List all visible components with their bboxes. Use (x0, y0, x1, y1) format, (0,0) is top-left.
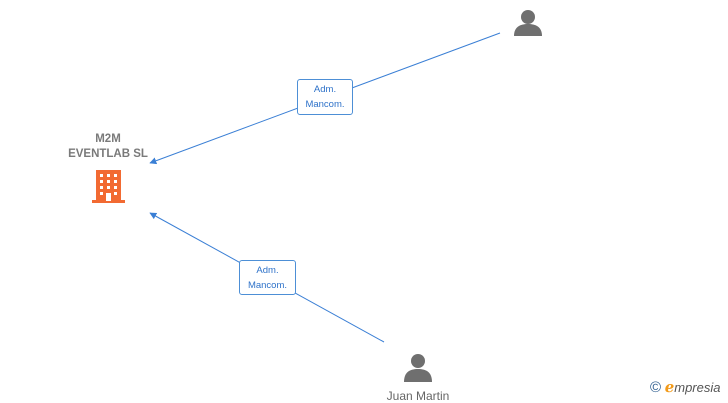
company-name[interactable]: M2M EVENTLAB SL (48, 132, 168, 162)
empresia-wordmark: mpresia (674, 380, 721, 395)
building-icon[interactable] (92, 170, 125, 203)
edge-label-1-line1: Adm. (313, 84, 337, 95)
copyright-icon: © (650, 379, 662, 396)
edge-label-2-line1: Adm. (256, 265, 279, 276)
empresia-logo: © ℯmpresia (650, 378, 720, 396)
person-name-juan-martin[interactable]: Juan Martin (386, 389, 450, 403)
edge-label-2-line2: Mancom. (247, 280, 288, 291)
company-name-line2: EVENTLAB SL (68, 148, 148, 160)
empresia-e-mark: ℯ (664, 379, 675, 396)
person-icon-top[interactable] (514, 10, 542, 36)
person-icon-juan-martin[interactable] (404, 354, 432, 382)
edge-label-1: Adm. Mancom. (297, 79, 353, 115)
edge-label-1-line2: Mancom. (305, 99, 345, 110)
company-name-line1: M2M (95, 133, 121, 145)
edge-label-2: Adm. Mancom. (239, 260, 296, 295)
